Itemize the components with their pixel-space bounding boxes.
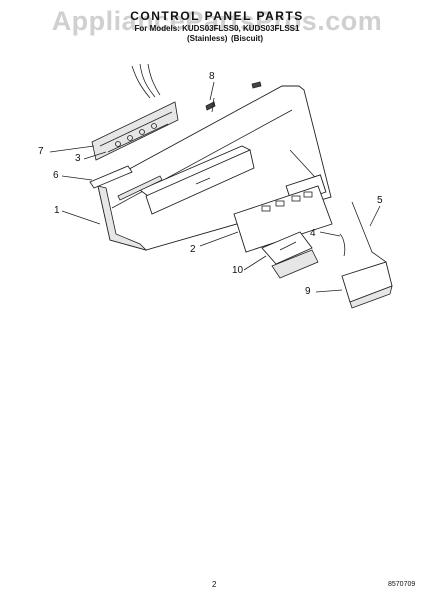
callout-10: 10	[232, 265, 244, 276]
user-interface-panel	[233, 185, 333, 253]
callout-5: 5	[377, 195, 383, 206]
callout-2: 2	[190, 244, 196, 255]
leader-lines	[49, 81, 381, 293]
color-variant-biscuit: (Biscuit)	[231, 34, 263, 43]
page-title: CONTROL PANEL PARTS	[130, 9, 304, 23]
callout-7: 7	[38, 146, 44, 157]
callout-6: 6	[53, 170, 59, 181]
model-numbers: For Models: KUDS03FLSS0, KUDS03FLSS1	[134, 24, 300, 33]
mounting-screws	[205, 81, 262, 113]
callout-1: 1	[54, 205, 60, 216]
callout-8: 8	[209, 71, 215, 82]
figure-number: 8570709	[388, 581, 416, 588]
callout-9: 9	[305, 286, 311, 297]
callout-4: 4	[310, 228, 316, 239]
dispenser-handle-assembly	[261, 231, 319, 279]
page-number: 2	[212, 580, 217, 589]
color-variant-stainless: (Stainless)	[187, 34, 228, 43]
latch-housing	[341, 261, 393, 309]
callout-3: 3	[75, 153, 81, 164]
electronic-control-board	[91, 63, 179, 161]
handle-spring	[339, 233, 346, 257]
latch-rod	[351, 201, 387, 263]
panel-bracket	[89, 165, 133, 189]
